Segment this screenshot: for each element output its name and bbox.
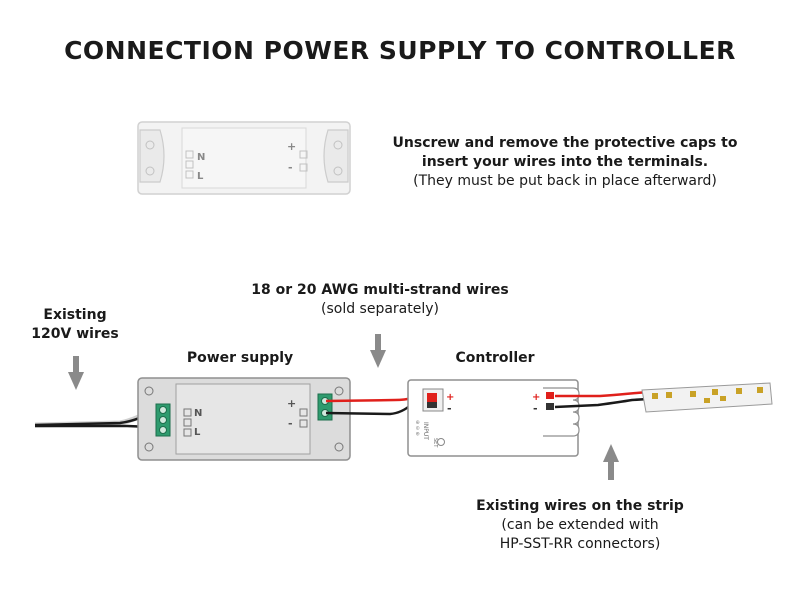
strip-wires-arrow [603,444,619,480]
top-plus-label: + [287,140,296,153]
existing-wires-line1: Existing [43,307,107,323]
ctrl-set-text: SET [432,438,438,448]
svg-text:⊕ ⊖ ⊕: ⊕ ⊖ ⊕ [414,420,420,436]
ctrl-input-minus: - [447,402,452,415]
strip-note-line3: HP-SST-RR connectors) [499,536,661,552]
caps-note-line3: (They must be put back in place afterwar… [413,173,717,189]
ctrl-input-text: INPUT [422,422,429,440]
power-supply-input-terminal [155,403,171,437]
awg-note-line2: (sold separately) [321,301,439,317]
ctrl-output-minus: - [533,402,538,415]
power-supply-unit [137,377,351,461]
awg-note: 18 or 20 AWG multi-strand wires (sold se… [220,281,540,319]
controller-to-strip-wires [554,390,649,409]
awg-arrow [370,334,386,368]
page-title: CONNECTION POWER SUPPLY TO CONTROLLER [64,36,736,65]
awg-note-line1: 18 or 20 AWG multi-strand wires [251,282,509,298]
top-minus-label: - [288,161,293,174]
ctrl-output-plus: + [532,392,540,403]
power-supply-output-terminal [317,393,333,421]
strip-note: Existing wires on the strip (can be exte… [450,497,710,554]
strip-note-line2: (can be extended with [501,517,659,533]
set-button[interactable] [437,438,445,446]
strip-note-line1: Existing wires on the strip [476,498,684,514]
led-strip [641,382,773,413]
existing-wires-label: Existing 120V wires [20,306,130,344]
ps-minus-label: - [288,417,293,430]
caps-note-line1: Unscrew and remove the protective caps t… [392,135,738,151]
ps-plus-label: + [287,397,296,410]
power-supply-with-caps [137,121,351,195]
ps-n-label: N [194,408,202,419]
ctrl-input-plus: + [446,392,454,403]
controller-label-text: Controller [455,350,535,366]
top-l-label: L [197,171,204,182]
top-n-label: N [197,152,205,163]
ps-l-label: L [194,427,201,438]
controller-label: Controller [430,349,560,368]
power-supply-label: Power supply [170,349,310,368]
caps-note: Unscrew and remove the protective caps t… [380,134,750,191]
controller-unit: + - ⊕ ⊖ ⊕ INPUT SET + - [407,379,580,457]
existing-wires-arrow [68,356,84,390]
existing-wires-line2: 120V wires [31,326,119,342]
caps-note-line2: insert your wires into the terminals. [421,154,709,170]
power-supply-label-text: Power supply [186,350,294,366]
